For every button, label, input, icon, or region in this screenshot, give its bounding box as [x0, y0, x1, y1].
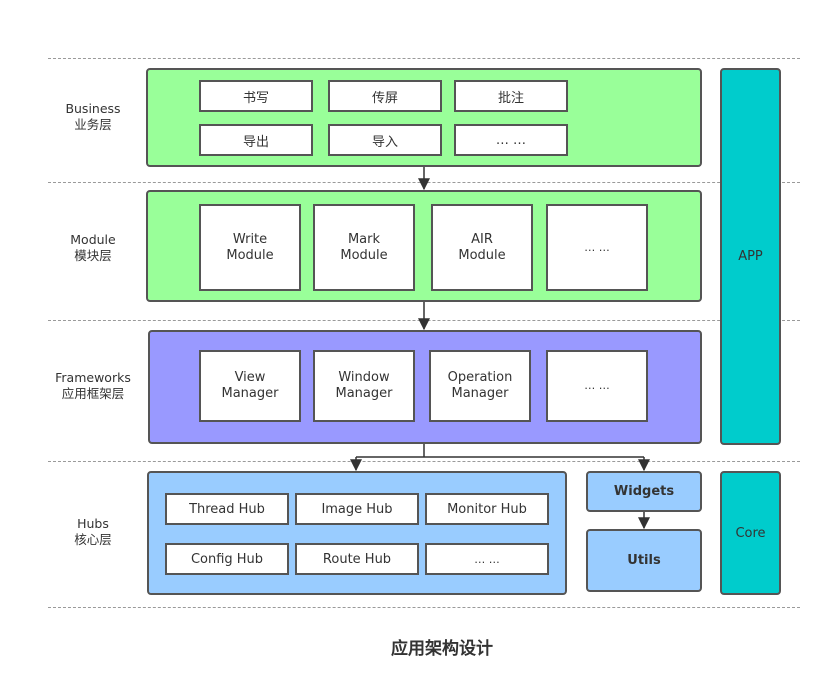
hub-item: Route Hub — [295, 543, 419, 575]
frameworks-label-zh: 应用框架层 — [61, 386, 125, 401]
core-label: Core — [735, 525, 766, 541]
module-item-line1: Mark — [347, 231, 381, 247]
hub-item-label: Thread Hub — [189, 501, 265, 517]
module-item-line2: Module — [458, 247, 506, 263]
layer-divider — [48, 58, 800, 59]
hub-item: Monitor Hub — [425, 493, 549, 525]
business-item-label: 书写 — [242, 90, 269, 106]
widgets-box: Widgets — [586, 471, 702, 512]
hubs-label-en: Hubs — [77, 516, 109, 531]
frameworks-item-line1: … … — [584, 379, 610, 392]
module-item-line2: Module — [226, 247, 274, 263]
module-item-line1: … … — [584, 240, 610, 254]
business-item: 传屏 — [328, 80, 442, 112]
business-label-zh: 业务层 — [74, 117, 112, 132]
business-item-label: 导出 — [242, 134, 269, 150]
hubs-label-zh: 核心层 — [74, 532, 112, 547]
hub-item-label: Route Hub — [322, 551, 392, 567]
module-layer-label: Module 模块层 — [48, 232, 138, 264]
hub-item-label: Monitor Hub — [447, 501, 527, 517]
module-item-line1: AIR — [471, 231, 493, 247]
frameworks-item-line2: Manager — [335, 386, 393, 401]
business-item: 导出 — [199, 124, 313, 156]
hub-item: Image Hub — [295, 493, 419, 525]
business-layer-label: Business 业务层 — [48, 101, 138, 133]
module-label-en: Module — [70, 232, 116, 247]
business-item: 书写 — [199, 80, 313, 112]
layer-divider — [48, 461, 800, 462]
hub-item-label: Config Hub — [190, 551, 264, 567]
business-item: 批注 — [454, 80, 568, 112]
frameworks-item-line2: Manager — [451, 386, 509, 401]
frameworks-item-line1: Window — [338, 370, 390, 385]
frameworks-item: … … — [546, 350, 648, 422]
module-label-zh: 模块层 — [74, 248, 112, 263]
app-label: APP — [738, 249, 763, 264]
widgets-label: Widgets — [613, 484, 675, 499]
module-item-line1: Write — [232, 231, 268, 247]
hub-item: Config Hub — [165, 543, 289, 575]
diagram-caption: 应用架构设计 — [391, 639, 493, 659]
utils-label: Utils — [627, 553, 661, 568]
frameworks-layer-label: Frameworks 应用框架层 — [48, 370, 138, 402]
layer-divider — [48, 607, 800, 608]
hub-item-label: … … — [474, 552, 500, 566]
business-label-en: Business — [65, 101, 121, 116]
frameworks-item-line1: View — [234, 370, 266, 385]
business-item-label: 导入 — [371, 134, 398, 150]
hub-item: … … — [425, 543, 549, 575]
frameworks-label-en: Frameworks — [55, 370, 131, 385]
core-column: Core — [720, 471, 781, 595]
module-item: … … — [546, 204, 648, 291]
app-column: APP — [720, 68, 781, 445]
business-item: … … — [454, 124, 568, 156]
hubs-layer-label: Hubs 核心层 — [48, 516, 138, 548]
business-item-label: 传屏 — [371, 90, 398, 106]
hub-item: Thread Hub — [165, 493, 289, 525]
frameworks-item-line1: Operation — [447, 370, 513, 385]
utils-box: Utils — [586, 529, 702, 592]
frameworks-item-line2: Manager — [221, 386, 279, 401]
business-item-label: 批注 — [497, 90, 524, 106]
module-item-line2: Module — [340, 247, 388, 263]
business-item-label: … … — [495, 132, 527, 148]
business-item: 导入 — [328, 124, 442, 156]
hub-item-label: Image Hub — [321, 501, 393, 517]
